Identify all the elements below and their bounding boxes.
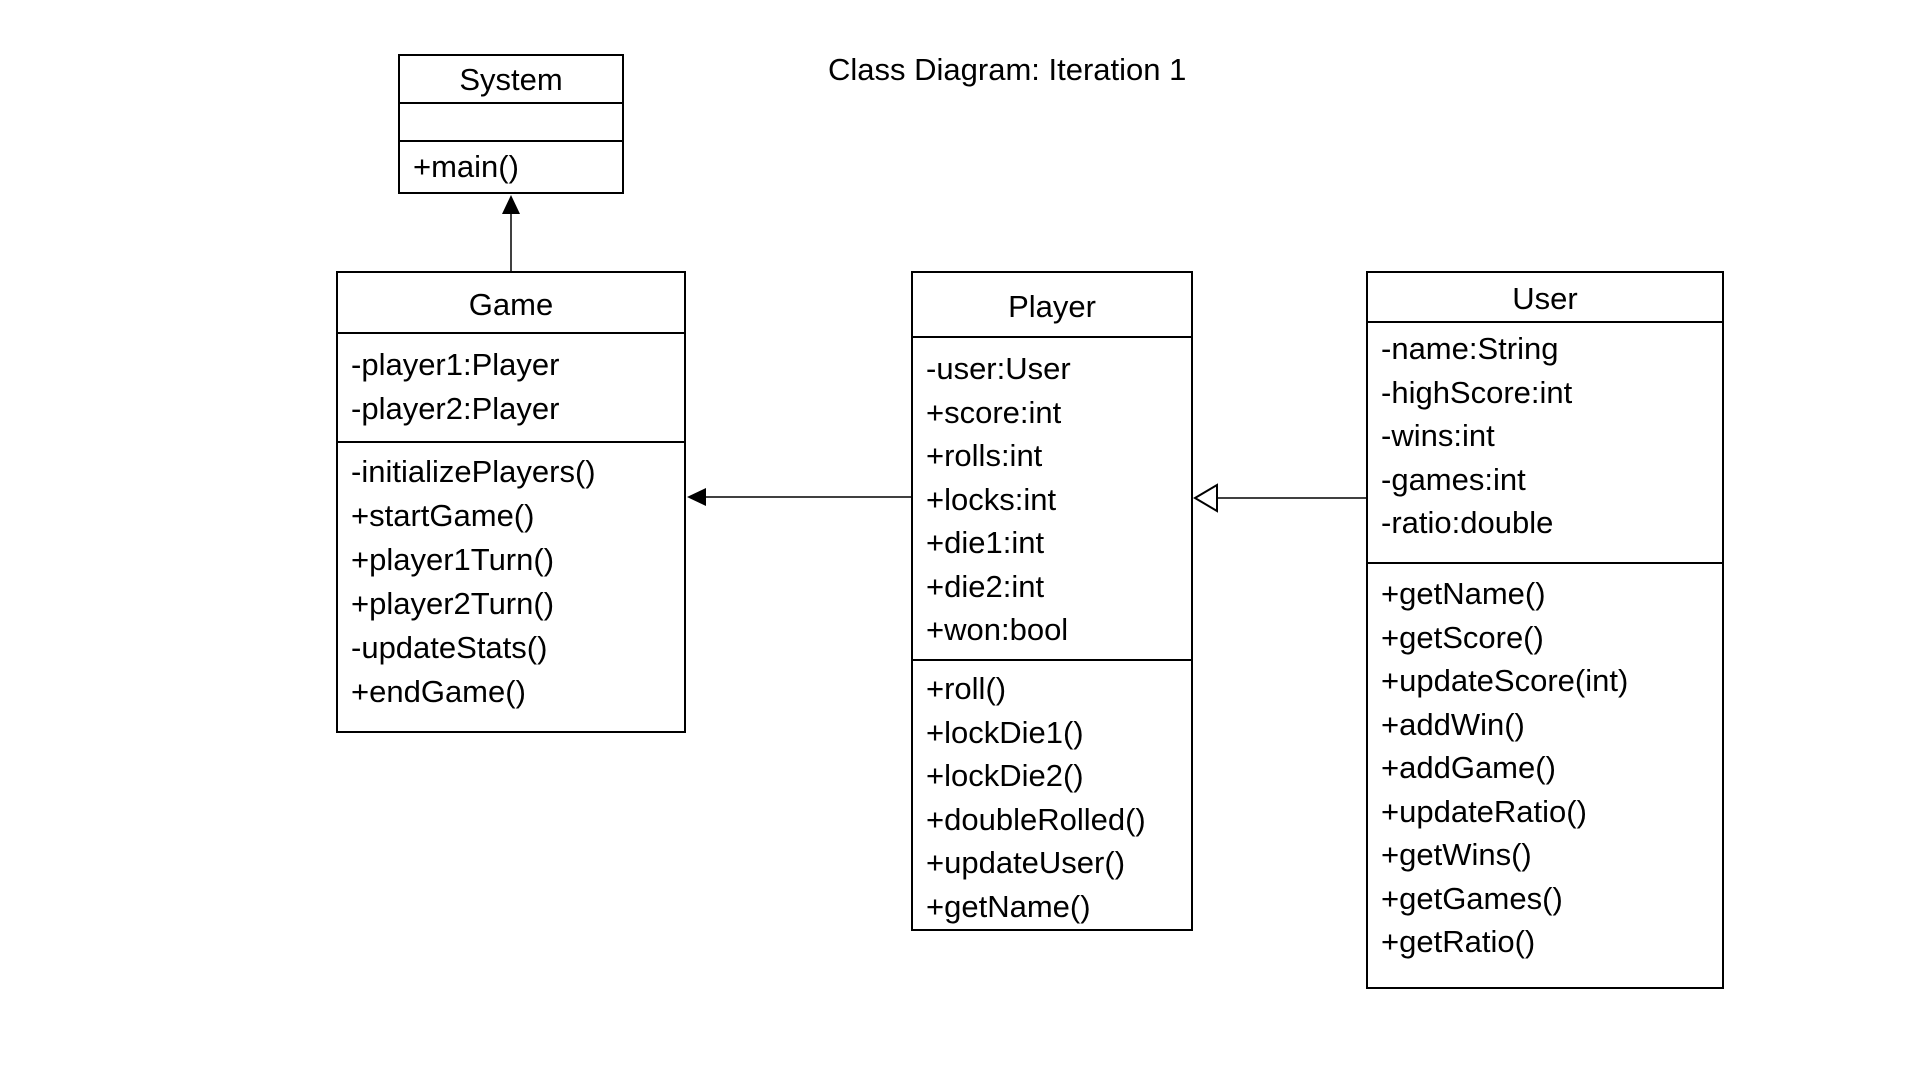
operation: -updateStats()	[351, 630, 548, 665]
attribute: +locks:int	[926, 481, 1057, 517]
diagram-title: Class Diagram: Iteration 1	[828, 52, 1187, 87]
class-attributes-system	[400, 104, 622, 142]
operation: +getScore()	[1381, 619, 1544, 655]
operation: +getName()	[926, 888, 1091, 924]
relationship-game-system	[502, 195, 520, 271]
class-name-user: User	[1368, 273, 1722, 323]
attribute: -wins:int	[1381, 418, 1495, 453]
class-name-system: System	[400, 56, 622, 104]
attribute: -player2:Player	[351, 391, 560, 426]
attribute: -user:User	[926, 351, 1071, 386]
attribute: -ratio:double	[1381, 505, 1554, 540]
attribute: +rolls:int	[926, 438, 1043, 473]
class-user[interactable]: User -name:String -highScore:int -wins:i…	[1366, 271, 1724, 989]
operation: +addGame()	[1381, 750, 1556, 785]
operation: +doubleRolled()	[926, 801, 1146, 837]
filled-arrowhead-icon	[502, 195, 520, 214]
class-operations-system: +main()	[400, 142, 622, 186]
operation: +getGames()	[1381, 880, 1563, 916]
operation: +addWin()	[1381, 706, 1525, 742]
class-operations-user: +getName() +getScore() +updateScore(int)…	[1368, 564, 1722, 964]
operation: +player2Turn()	[351, 586, 555, 621]
attribute: -highScore:int	[1381, 374, 1573, 410]
operation: +getRatio()	[1381, 924, 1536, 959]
hollow-triangle-icon	[1193, 483, 1218, 513]
attribute: +die1:int	[926, 525, 1045, 560]
class-attributes-user: -name:String -highScore:int -wins:int -g…	[1368, 323, 1722, 564]
operation: +endGame()	[351, 674, 526, 709]
filled-arrowhead-icon	[687, 488, 706, 506]
operation: +getName()	[1381, 576, 1546, 611]
operation: +startGame()	[351, 498, 535, 533]
operation: +updateScore(int)	[1381, 663, 1629, 698]
attribute: -player1:Player	[351, 347, 560, 382]
class-name-game: Game	[338, 273, 684, 334]
class-player[interactable]: Player -user:User +score:int +rolls:int …	[911, 271, 1193, 931]
class-attributes-player: -user:User +score:int +rolls:int +locks:…	[913, 338, 1191, 661]
operation: +lockDie2()	[926, 758, 1084, 793]
attribute: -games:int	[1381, 461, 1526, 497]
class-operations-player: +roll() +lockDie1() +lockDie2() +doubleR…	[913, 661, 1191, 928]
operation: +roll()	[926, 671, 1007, 706]
operation: +player1Turn()	[351, 542, 555, 577]
operation: -initializePlayers()	[351, 454, 596, 489]
attribute: +won:bool	[926, 612, 1069, 647]
operation: +lockDie1()	[926, 714, 1084, 750]
class-name-player: Player	[913, 273, 1191, 338]
relationship-user-player	[1193, 483, 1366, 513]
operation: +getWins()	[1381, 837, 1532, 872]
class-game[interactable]: Game -player1:Player -player2:Player -in…	[336, 271, 686, 733]
operation: +updateUser()	[926, 845, 1126, 880]
relationship-player-game	[687, 488, 911, 506]
class-system[interactable]: System +main()	[398, 54, 624, 194]
attribute: +score:int	[926, 394, 1062, 430]
class-attributes-game: -player1:Player -player2:Player	[338, 334, 684, 443]
attribute: -name:String	[1381, 331, 1559, 366]
class-operations-game: -initializePlayers() +startGame() +playe…	[338, 443, 684, 714]
operation: +updateRatio()	[1381, 793, 1587, 829]
operation: +main()	[413, 149, 519, 184]
attribute: +die2:int	[926, 568, 1045, 604]
